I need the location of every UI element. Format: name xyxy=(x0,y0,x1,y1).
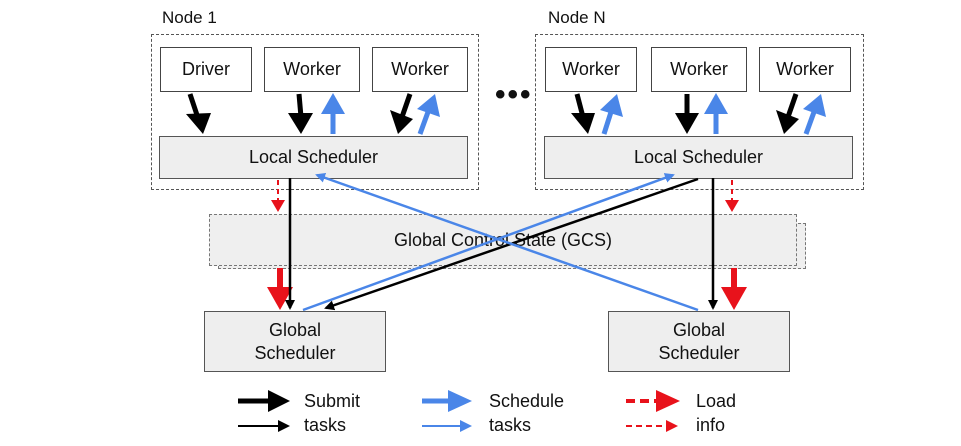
legend-load-label: Load info xyxy=(696,389,736,437)
local-scheduler-node-n: Local Scheduler xyxy=(544,136,853,179)
submit-arrow-worker xyxy=(390,93,413,134)
submit-arrow-worker xyxy=(776,93,799,134)
load-info-arrow-gcs-to-global-scheduler-1 xyxy=(267,268,293,310)
worker-box: Worker xyxy=(264,47,360,92)
load-info-arrow-node-n-to-gcs xyxy=(725,180,739,212)
global-scheduler-line2: Scheduler xyxy=(254,342,336,363)
node-n-label: Node N xyxy=(548,8,606,27)
submit-arrow-driver xyxy=(186,93,211,134)
legend-schedule-thick-arrow xyxy=(422,390,472,412)
schedule-arrow-global-scheduler-2-to-node-1 xyxy=(315,172,699,312)
global-scheduler-line1: Global xyxy=(268,319,322,340)
legend-load-thick-arrow xyxy=(626,390,680,412)
schedule-arrow-worker xyxy=(417,94,440,135)
driver-box: Driver xyxy=(160,47,252,92)
schedule-arrow-worker xyxy=(600,94,623,135)
schedule-arrow-worker xyxy=(321,93,345,134)
global-scheduler-1: Global Scheduler xyxy=(204,311,386,372)
schedule-arrow-worker xyxy=(803,94,826,135)
more-nodes-ellipsis: ••• xyxy=(495,78,533,111)
load-info-arrow-gcs-to-global-scheduler-2 xyxy=(721,268,747,310)
legend-load-line1: Load xyxy=(696,391,737,411)
legend-submit-line2: tasks xyxy=(304,415,347,435)
worker-box: Worker xyxy=(651,47,747,92)
legend-load-line2: info xyxy=(696,415,726,435)
legend-submit-line1: Submit xyxy=(304,391,361,411)
submit-arrow-worker xyxy=(288,93,313,134)
legend-schedule-label: Schedule tasks xyxy=(489,389,564,437)
worker-box: Worker xyxy=(545,47,637,92)
global-scheduler-2: Global Scheduler xyxy=(608,311,790,372)
submit-arrow-worker xyxy=(571,93,595,134)
load-info-arrow-node-1-to-gcs xyxy=(271,180,285,212)
legend-load-thin-arrow xyxy=(626,420,678,432)
legend-schedule-line2: tasks xyxy=(489,415,532,435)
legend-submit-thick-arrow xyxy=(238,390,290,412)
global-scheduler-line1: Global xyxy=(672,319,726,340)
submit-arrow-worker xyxy=(675,94,699,134)
node-1-label: Node 1 xyxy=(162,8,217,27)
legend-submit-thin-arrow xyxy=(238,420,290,432)
worker-box: Worker xyxy=(759,47,851,92)
schedule-arrow-global-scheduler-1-to-node-n xyxy=(302,173,675,312)
legend-schedule-line1: Schedule xyxy=(489,391,565,411)
global-scheduler-line2: Scheduler xyxy=(658,342,740,363)
worker-box: Worker xyxy=(372,47,468,92)
legend-schedule-thin-arrow xyxy=(422,420,472,432)
schedule-arrow-worker xyxy=(704,93,728,134)
legend-submit-label: Submit tasks xyxy=(304,389,360,437)
local-scheduler-node-1: Local Scheduler xyxy=(159,136,468,179)
